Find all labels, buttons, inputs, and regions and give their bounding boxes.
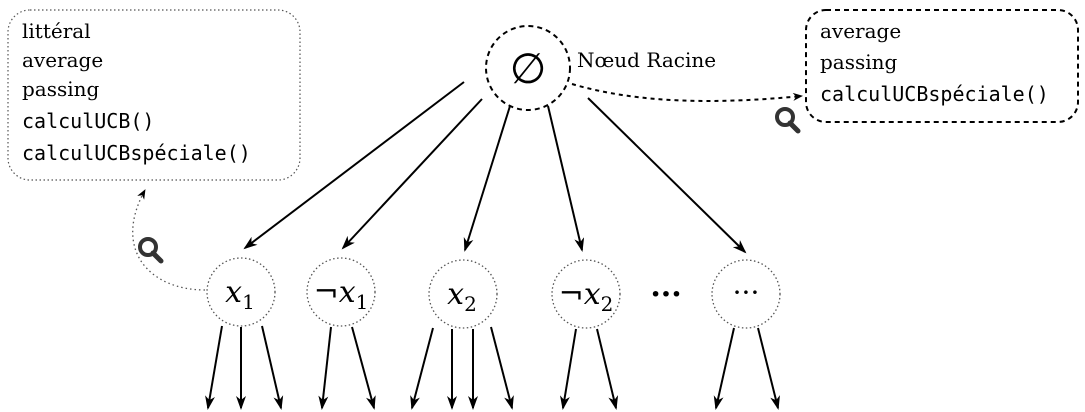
svg-text:x1: x1: [225, 275, 255, 314]
left-box-line: passing: [22, 77, 100, 101]
root-node: ∅ Nœud Racine: [485, 25, 716, 111]
child-var: x: [225, 275, 242, 310]
search-icon: [138, 237, 164, 264]
svg-text:x2: x2: [447, 277, 477, 316]
child-var: x: [339, 275, 356, 310]
search-icon: [775, 107, 801, 134]
x1-to-left-box-connector: [132, 189, 206, 291]
edge-root-x1: [243, 81, 465, 250]
right-box-line: calculUCBspéciale(): [820, 82, 1049, 106]
svg-text:¬x1: ¬x1: [314, 275, 369, 314]
edge-root-notx1: [341, 98, 483, 250]
child-sub: 1: [242, 290, 255, 314]
child-node-ellipsis: ···: [711, 259, 781, 329]
child-ellipsis-text: ···: [733, 276, 760, 309]
root-edges: [243, 81, 747, 254]
right-box-line: passing: [820, 50, 898, 74]
child-outgoing-edges: [205, 325, 780, 410]
child-sub: 1: [356, 290, 369, 314]
left-box-line: average: [22, 48, 103, 72]
child-node-not-x2: ¬x2: [551, 259, 621, 329]
ellipsis-between-nodes: ···: [650, 277, 681, 312]
left-box-line: calculUCBspéciale(): [22, 141, 251, 165]
child-var: x: [447, 277, 464, 312]
right-box-line: average: [820, 19, 901, 43]
edge-root-dots: [587, 97, 747, 254]
child-sub: 2: [601, 292, 614, 316]
child-var: x: [584, 277, 601, 312]
left-box-line: littéral: [22, 19, 91, 43]
left-box-line: calculUCB(): [22, 109, 154, 133]
svg-text:¬x2: ¬x2: [559, 277, 614, 316]
edge-root-notx2: [547, 105, 585, 252]
child-neg: ¬: [559, 277, 584, 312]
edge-root-x2: [463, 105, 511, 252]
right-info-box: average passing calculUCBspéciale(): [805, 9, 1079, 123]
empty-set-symbol: ∅: [510, 44, 547, 93]
child-neg: ¬: [314, 275, 339, 310]
child-node-x2: x2: [428, 259, 498, 329]
root-to-right-box-connector: [571, 83, 803, 102]
root-label: Nœud Racine: [577, 48, 716, 72]
child-sub: 2: [464, 292, 477, 316]
child-node-x1: x1: [206, 257, 276, 327]
child-node-not-x1: ¬x1: [306, 257, 376, 327]
left-info-box: littéral average passing calculUCB() cal…: [7, 9, 301, 181]
